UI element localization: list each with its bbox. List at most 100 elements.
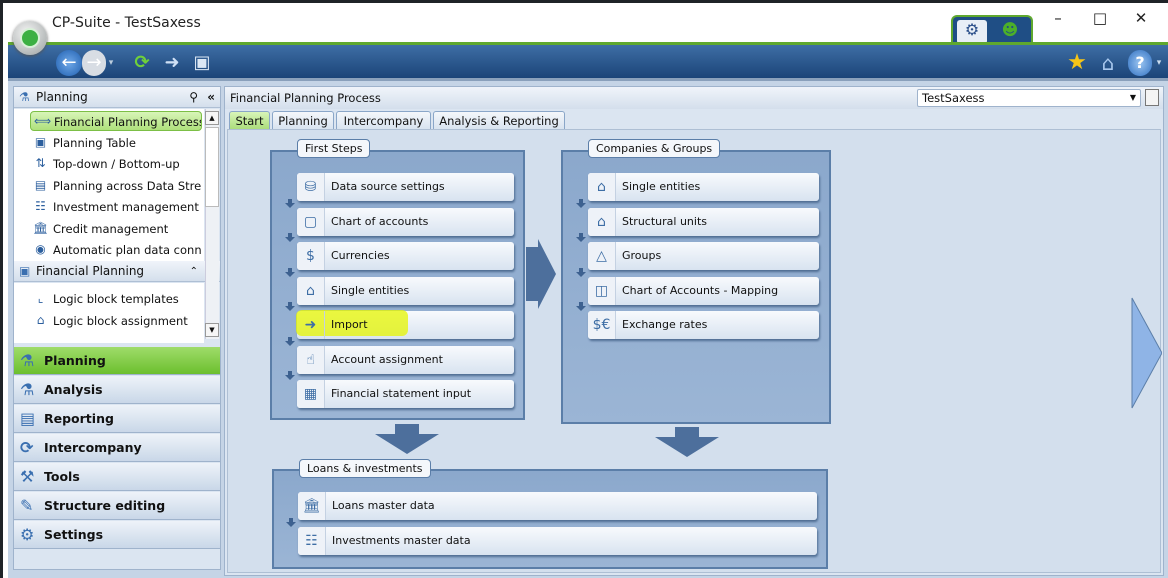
- process-button-account-assignment[interactable]: ☝Account assignment: [297, 345, 514, 374]
- nav-reporting[interactable]: ▤Reporting: [14, 405, 220, 433]
- process-button-import[interactable]: ➜Import: [296, 310, 514, 339]
- financial-planning-header[interactable]: ▣ Financial Planning ⌃: [14, 261, 220, 282]
- process-button-data-source-settings[interactable]: ⛁Data source settings: [297, 173, 514, 201]
- nav-tools[interactable]: ⚒Tools: [14, 463, 220, 491]
- list-item-top-down[interactable]: ⇅Top-down / Bottom-up: [30, 154, 202, 174]
- list-item-automatic-plan-data[interactable]: ◉Automatic plan data conn...: [30, 240, 202, 260]
- process-button-investments-master-data[interactable]: ☷ Investments master data: [298, 527, 817, 555]
- nav-planning[interactable]: ⚗Planning: [14, 347, 220, 375]
- close-button[interactable]: ✕: [1134, 9, 1148, 27]
- navigation-panel: ⚗ Planning ⚲ « ⟺Financial Planning Proce…: [13, 86, 221, 570]
- page-title: Financial Planning Process: [230, 91, 381, 105]
- structure-icon: ✎: [20, 496, 34, 515]
- step-arrow-icon: [576, 267, 586, 277]
- tab-label: Planning: [278, 114, 328, 128]
- forward-icon[interactable]: →: [82, 50, 106, 76]
- import-icon: ➜: [297, 311, 325, 339]
- list-item-data-streams[interactable]: ▤Planning across Data Stre...: [30, 176, 202, 196]
- database-icon: ◉: [35, 242, 46, 256]
- step-arrow-icon: [576, 302, 586, 311]
- investment-icon: ☷: [35, 199, 46, 213]
- next-icon[interactable]: ➜: [164, 52, 180, 73]
- search-icon[interactable]: ⚲: [189, 90, 198, 104]
- process-button-chart-of-accounts-mapping[interactable]: ◫Chart of Accounts - Mapping: [588, 276, 819, 305]
- help-icon[interactable]: ?: [1128, 50, 1152, 76]
- users-module-icon[interactable]: ☻: [1001, 20, 1019, 39]
- investment-icon: ☷: [298, 527, 326, 555]
- next-page-arrow-icon: [1131, 297, 1162, 409]
- minimize-button[interactable]: –: [1054, 9, 1062, 27]
- item-label: Planning Table: [53, 136, 136, 150]
- button-label: Single entities: [622, 180, 701, 193]
- house-icon: ⌂: [297, 276, 325, 305]
- collapse-section-icon[interactable]: ⌃: [189, 266, 198, 277]
- app-window: CP-Suite - TestSaxess – □ ✕ ⚙ ☻ ← → ▾ ⟳ …: [3, 3, 1168, 578]
- process-button-loans-master-data[interactable]: 🏛Loans master data: [298, 492, 817, 520]
- nav-analysis[interactable]: ⚗Analysis: [14, 376, 220, 404]
- button-label: Data source settings: [331, 180, 445, 193]
- process-button-structural-units[interactable]: ⌂Structural units: [588, 207, 819, 236]
- list-item-logic-block-assignment[interactable]: ⌂Logic block assignment: [30, 311, 202, 331]
- process-button-chart-of-accounts[interactable]: ▢ Chart of accounts: [297, 207, 514, 236]
- table-icon: ▣: [34, 135, 47, 149]
- window-title: CP-Suite - TestSaxess: [52, 15, 201, 31]
- maximize-button[interactable]: □: [1092, 9, 1108, 27]
- list-item-planning-table[interactable]: ▣ Planning Table: [30, 133, 202, 153]
- button-label: Investments master data: [332, 534, 471, 547]
- gear-icon: ⚙: [20, 525, 35, 544]
- button-label: Chart of accounts: [331, 214, 429, 228]
- process-button-single-entities[interactable]: ⌂Single entities: [297, 276, 514, 305]
- list-item-investment-management[interactable]: ☷Investment management: [30, 197, 202, 217]
- nav-intercompany[interactable]: ⟳Intercompany: [14, 434, 220, 462]
- statement-icon: ▦: [297, 380, 325, 408]
- refresh-icon[interactable]: ⟳: [134, 52, 150, 73]
- bank-icon: 🏛: [33, 221, 49, 235]
- app-logo[interactable]: [13, 21, 47, 55]
- list-item-credit-management[interactable]: 🏛Credit management: [30, 219, 202, 239]
- item-label: Logic block assignment: [53, 314, 188, 328]
- process-icon: ⟺: [34, 114, 52, 128]
- list-item-logic-block-templates[interactable]: ⌞Logic block templates: [30, 289, 202, 309]
- planning-list: ⟺Financial Planning Process ▣ Planning Ta…: [14, 109, 204, 261]
- report-icon: ▤: [20, 409, 36, 428]
- star-icon[interactable]: ★: [1067, 50, 1087, 75]
- section-title: Financial Planning: [36, 264, 145, 278]
- top-down-icon: ⇅: [35, 156, 46, 170]
- home-icon[interactable]: ⌂: [1101, 51, 1115, 75]
- database-select[interactable]: TestSaxess▼: [917, 89, 1141, 107]
- layout-icon[interactable]: ▣: [193, 52, 211, 73]
- step-arrow-icon: [285, 233, 295, 242]
- nav-settings[interactable]: ⚙Settings: [14, 521, 220, 549]
- chart-icon: ▢: [297, 207, 325, 236]
- tab-start[interactable]: Start: [229, 111, 270, 130]
- hand-icon: ☝: [297, 345, 325, 374]
- database-value: TestSaxess: [922, 91, 985, 105]
- scroll-up-button[interactable]: ▲: [205, 111, 219, 125]
- scrollbar-thumb[interactable]: [205, 127, 219, 207]
- flow-arrows: [375, 239, 1162, 457]
- item-label: Logic block templates: [53, 292, 179, 306]
- tab-analysis-reporting[interactable]: Analysis & Reporting: [433, 111, 565, 130]
- open-database-icon[interactable]: [1145, 89, 1159, 106]
- bank-icon: 🏛: [298, 492, 326, 520]
- currency-icon: $: [297, 242, 325, 270]
- planning-icon: ⚗: [19, 90, 30, 104]
- tab-planning[interactable]: Planning: [272, 111, 334, 130]
- back-icon[interactable]: ←: [56, 50, 82, 76]
- process-button-single-entities[interactable]: ⌂Single entities: [588, 173, 819, 201]
- process-button-groups[interactable]: △Groups: [588, 242, 819, 270]
- collapse-icon[interactable]: «: [207, 90, 215, 104]
- process-button-exchange-rates[interactable]: $€Exchange rates: [588, 311, 819, 339]
- scroll-down-button[interactable]: ▼: [205, 323, 219, 337]
- nav-label: Intercompany: [44, 440, 142, 455]
- process-button-financial-statement-input[interactable]: ▦Financial statement input: [297, 380, 514, 408]
- workspace: ⚗ Planning ⚲ « ⟺Financial Planning Proce…: [8, 78, 1168, 578]
- settings-module-icon[interactable]: ⚙: [957, 20, 987, 44]
- history-dropdown-icon[interactable]: ▾: [108, 58, 114, 68]
- tab-intercompany[interactable]: Intercompany: [336, 111, 431, 130]
- help-dropdown-icon[interactable]: ▾: [1156, 58, 1162, 68]
- nav-structure-editing[interactable]: ✎Structure editing: [14, 492, 220, 520]
- process-button-currencies[interactable]: $Currencies: [297, 242, 514, 270]
- process-canvas: First Steps Companies & Groups Loans & i…: [227, 129, 1162, 573]
- list-item-financial-planning-process[interactable]: ⟺Financial Planning Process: [30, 111, 202, 131]
